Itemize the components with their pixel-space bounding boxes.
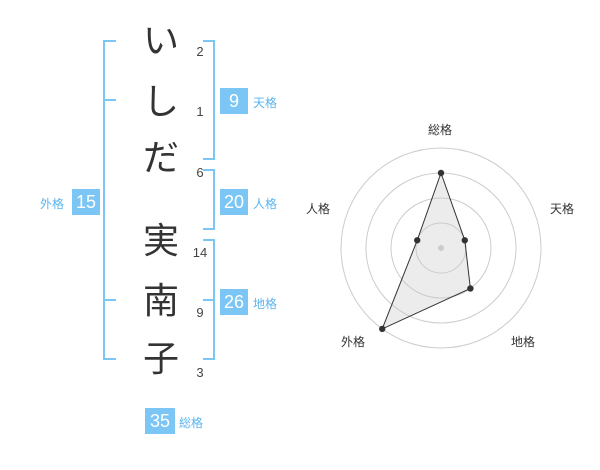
tenkaku-value-box: 9 <box>220 88 248 114</box>
stroke-count-1: 2 <box>196 44 204 59</box>
gaikaku-value-box: 15 <box>72 189 100 215</box>
name-char-3: だ <box>142 138 179 179</box>
jinkaku-label: 人格 <box>253 197 278 211</box>
radar-axis-label-jinkaku: 人格 <box>306 202 331 216</box>
name-char-1: い <box>142 21 179 62</box>
tenkaku-bracket <box>203 40 215 160</box>
radar-axis-label-gaikaku: 外格 <box>341 335 366 349</box>
radar-point-3 <box>467 285 474 292</box>
radar-axis-label-tenkaku: 天格 <box>550 202 575 216</box>
name-char-4: 実 <box>142 221 179 262</box>
chikaku-label: 地格 <box>253 297 278 311</box>
chikaku-value-box: 26 <box>220 289 248 315</box>
jinkaku-value-box: 20 <box>220 189 248 215</box>
stroke-count-2: 1 <box>196 104 204 119</box>
radar-grid-ring <box>340 147 542 349</box>
stroke-count-4: 14 <box>192 245 208 260</box>
tenkaku-label: 天格 <box>253 96 278 110</box>
name-char-6: 子 <box>142 339 179 380</box>
radar-grid-ring <box>390 197 492 299</box>
gaikaku-label: 外格 <box>40 197 65 211</box>
radar-point-5 <box>414 237 421 244</box>
stroke-count-6: 3 <box>196 365 204 380</box>
soukaku-label: 総格 <box>179 416 204 430</box>
radar-center-point <box>438 245 444 251</box>
gaikaku-bracket <box>103 40 116 360</box>
radar-point-1 <box>437 169 445 177</box>
stroke-count-3: 6 <box>196 165 204 180</box>
name-char-2: し <box>142 82 179 123</box>
radar-point-4 <box>379 325 386 333</box>
radar-series-polygon <box>381 171 471 330</box>
radar-axis-label-soukaku: 総格 <box>428 123 453 137</box>
radar-axis-label-chikaku: 地格 <box>511 335 536 349</box>
soukaku-value-box: 35 <box>145 408 175 434</box>
name-char-5: 南 <box>142 281 179 322</box>
radar-point-2 <box>461 237 468 244</box>
jinkaku-bracket <box>203 169 215 230</box>
stroke-count-5: 9 <box>196 305 204 320</box>
